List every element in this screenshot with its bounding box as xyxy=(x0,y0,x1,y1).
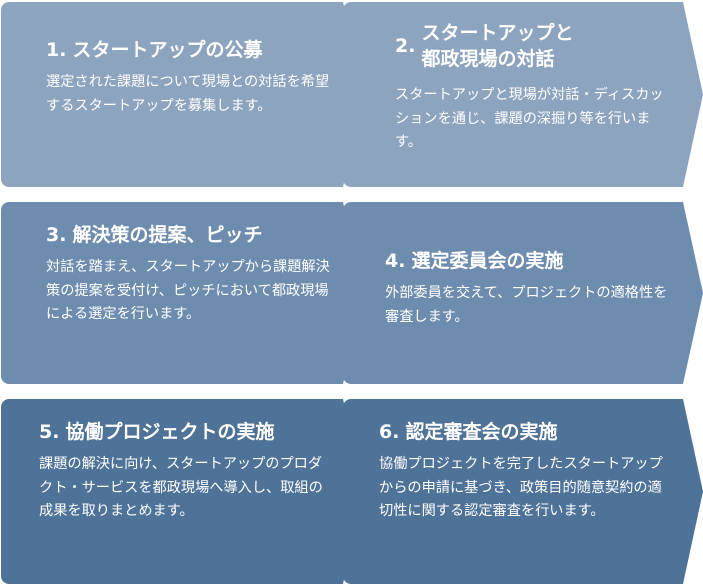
step-6-heading: 6. 認定審査会の実施 xyxy=(379,419,673,445)
step-3-title: 解決策の提案、ピッチ xyxy=(72,224,263,246)
step-3-description: 対話を踏まえ、スタートアップから課題解決策の提案を受付け、ピッチにおいて都政現場… xyxy=(46,259,330,322)
step-5-title: 協働プロジェクトの実施 xyxy=(65,421,275,443)
step-2-arrow: 2. スタートアップと 都政現場の対話 スタートアップと現場が対話・ディスカッシ… xyxy=(343,2,703,187)
step-4-arrow: 4. 選定委員会の実施 外部委員を交えて、プロジェクトの適格性を審査します。 xyxy=(343,202,703,384)
step-5-heading: 5. 協働プロジェクトの実施 xyxy=(39,419,333,445)
step-3-number: 3. xyxy=(46,224,67,246)
step-6-description: 協働プロジェクトを完了したスタートアップからの申請に基づき、政策目的随意契約の適… xyxy=(379,456,663,519)
step-1-description: 選定された課題について現場との対話を希望するスタートアップを募集します。 xyxy=(46,74,330,114)
step-5-description: 課題の解決に向け、スタートアップのプロダクト・サービスを都政現場へ導入し、取組の… xyxy=(39,456,323,519)
step-2-description: スタートアップと現場が対話・ディスカッションを通じ、課題の深掘り等を行います。 xyxy=(395,87,664,150)
step-5-number: 5. xyxy=(39,421,60,443)
step-1-heading: 1. スタートアップの公募 xyxy=(46,37,333,63)
step-4-heading: 4. 選定委員会の実施 xyxy=(385,248,673,274)
step-2-heading: 2. スタートアップと 都政現場の対話 xyxy=(395,20,673,72)
step-6-arrow: 6. 認定審査会の実施 協働プロジェクトを完了したスタートアップからの申請に基づ… xyxy=(343,399,703,584)
step-6-title: 認定審査会の実施 xyxy=(405,421,558,443)
step-4-number: 4. xyxy=(385,250,406,272)
step-4-title: 選定委員会の実施 xyxy=(411,250,564,272)
step-1-arrow: 1. スタートアップの公募 選定された課題について現場との対話を希望するスタート… xyxy=(1,2,363,187)
step-1-number: 1. xyxy=(46,39,67,61)
step-3-heading: 3. 解決策の提案、ピッチ xyxy=(46,222,333,248)
step-2-number: 2. xyxy=(395,35,416,57)
step-3-arrow: 3. 解決策の提案、ピッチ 対話を踏まえ、スタートアップから課題解決策の提案を受… xyxy=(1,202,363,384)
step-1-title: スタートアップの公募 xyxy=(72,39,263,61)
step-2-title: スタートアップと 都政現場の対話 xyxy=(421,22,574,70)
step-4-description: 外部委員を交えて、プロジェクトの適格性を審査します。 xyxy=(385,285,668,325)
step-5-arrow: 5. 協働プロジェクトの実施 課題の解決に向け、スタートアップのプロダクト・サー… xyxy=(1,399,363,584)
step-6-number: 6. xyxy=(379,421,400,443)
